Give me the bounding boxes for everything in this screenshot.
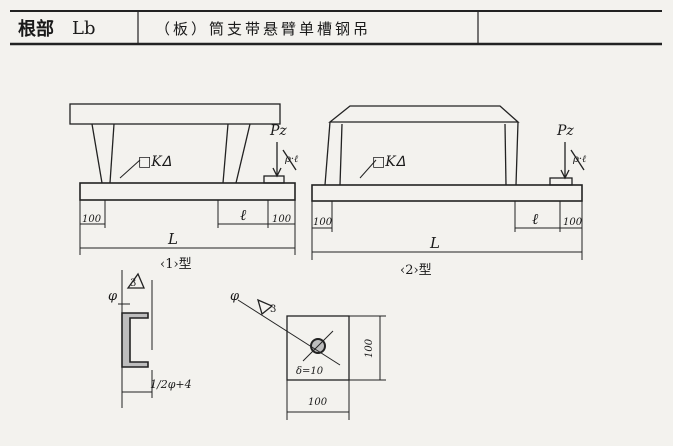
frame-left-leg-inner-1 bbox=[109, 123, 115, 184]
header-table bbox=[10, 10, 662, 46]
plate-weld-size: 3 bbox=[270, 304, 276, 315]
header-root-code: Lb bbox=[72, 17, 96, 39]
caption-type-1: ‹1›型 bbox=[160, 257, 192, 272]
frame-top-beam-1 bbox=[69, 103, 281, 125]
dim-cantilever-2: ℓ bbox=[532, 210, 538, 228]
channel-beam-2 bbox=[311, 184, 583, 202]
frame-left-leg-1 bbox=[91, 123, 103, 184]
dim-cantilever-1: ℓ bbox=[240, 206, 246, 224]
drawing-type-1 bbox=[69, 103, 297, 255]
channel-beam-1 bbox=[79, 182, 296, 201]
plate-outline bbox=[286, 315, 350, 381]
channel-profile bbox=[121, 312, 149, 368]
detail-plate bbox=[237, 298, 386, 420]
section-symbol-2: □Kᐃ bbox=[372, 154, 406, 170]
load-angle-1: ρ·ℓ bbox=[284, 154, 298, 165]
frame-right-leg-1 bbox=[222, 123, 229, 184]
channel-weld-size: 3 bbox=[130, 278, 136, 289]
dim-total-1: L bbox=[167, 230, 178, 248]
dim-total-2: L bbox=[429, 234, 440, 252]
header-root-label: 根部 bbox=[18, 19, 54, 40]
load-label-2: Pz bbox=[556, 123, 574, 139]
dim-left-1: 100 bbox=[82, 214, 102, 225]
channel-phi: φ bbox=[108, 289, 118, 304]
drawing-type-2 bbox=[311, 105, 585, 260]
load-pad-1 bbox=[263, 175, 285, 184]
channel-dim-bottom: 1/2φ+4 bbox=[150, 378, 192, 391]
plate-dim-width: 100 bbox=[308, 397, 328, 408]
header-title: （板）筒支带悬臂单槽钢吊 bbox=[155, 19, 372, 38]
caption-type-2: ‹2›型 bbox=[400, 263, 432, 278]
plate-dim-height: 100 bbox=[364, 338, 375, 358]
plate-phi: φ bbox=[230, 289, 240, 304]
load-angle-2: ρ·ℓ bbox=[572, 154, 586, 165]
header-root-cell: 根部 Lb bbox=[18, 14, 130, 42]
frame-top-beam-2 bbox=[328, 105, 520, 123]
plate-thickness: δ=10 bbox=[296, 366, 324, 377]
dim-left-2: 100 bbox=[313, 217, 333, 228]
load-label-1: Pz bbox=[269, 123, 287, 139]
frame-right-leg-inner-1 bbox=[235, 123, 251, 184]
section-symbol-1: □Kᐃ bbox=[138, 154, 172, 170]
dim-right-1: 100 bbox=[272, 214, 292, 225]
load-pad-2 bbox=[549, 177, 573, 186]
detail-channel-section bbox=[118, 270, 153, 408]
dim-right-2: 100 bbox=[563, 217, 583, 228]
